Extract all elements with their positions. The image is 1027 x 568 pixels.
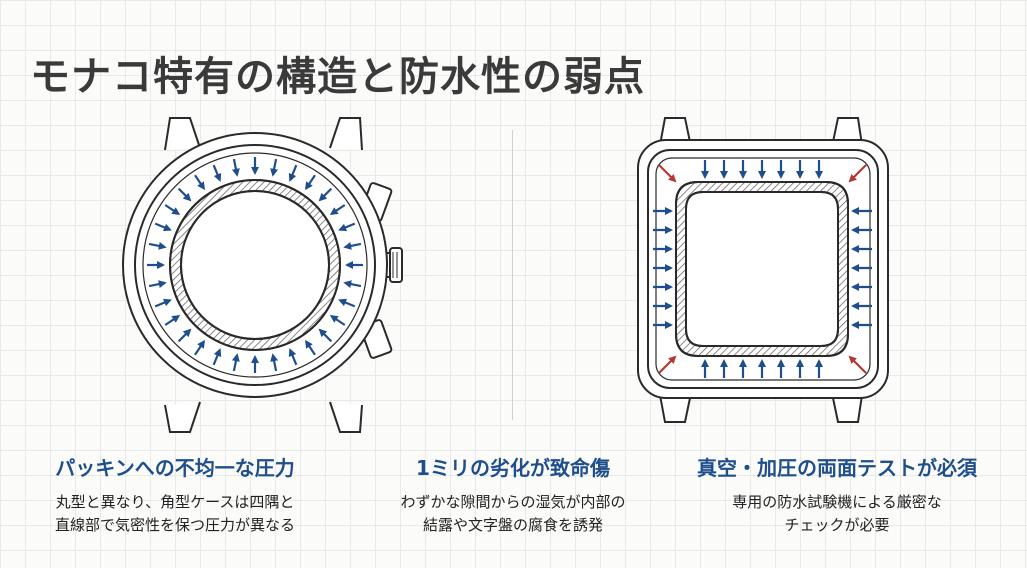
square-watch-case-icon bbox=[637, 117, 889, 423]
pressure-arrow bbox=[231, 158, 240, 177]
pressure-arrow bbox=[148, 241, 167, 250]
pressure-arrow bbox=[154, 222, 172, 232]
caption-line: 結露や文字盤の腐食を誘発 bbox=[422, 516, 603, 534]
pressure-arrow bbox=[343, 241, 362, 250]
pressure-arrow bbox=[305, 339, 316, 356]
caption-line: 専用の防水試験機による厳密な bbox=[732, 493, 942, 511]
caption-body: 丸型と異なり、角型ケースは四隅と 直線部で気密性を保つ圧力が異なる bbox=[5, 491, 345, 537]
pressure-arrow bbox=[194, 339, 205, 356]
page-title: モナコ特有の構造と防水性の弱点 bbox=[30, 54, 645, 100]
pressure-arrow bbox=[318, 328, 333, 343]
pressure-arrow bbox=[270, 158, 279, 177]
caption-line: チェックが必要 bbox=[784, 516, 890, 534]
caption-degradation: 1ミリの劣化が致命傷 わずかな隙間からの湿気が内部の 結露や文字盤の腐食を誘発 bbox=[343, 452, 683, 537]
pressure-arrow bbox=[270, 353, 279, 372]
pressure-arrow bbox=[658, 355, 677, 374]
round-watch-case-icon bbox=[122, 117, 403, 433]
caption-line: わずかな隙間からの湿気が内部の bbox=[400, 493, 626, 511]
pressure-arrow bbox=[177, 187, 192, 202]
pressure-arrow bbox=[338, 298, 356, 308]
pressure-arrow bbox=[164, 204, 181, 215]
pressure-arrow bbox=[848, 355, 867, 374]
pressure-arrow bbox=[288, 164, 298, 182]
pressure-arrow bbox=[343, 280, 362, 289]
caption-heading: パッキンへの不均一な圧力 bbox=[55, 456, 295, 480]
caption-testing: 真空・加圧の両面テストが必須 専用の防水試験機による厳密な チェックが必要 bbox=[667, 452, 1007, 537]
pressure-arrow bbox=[164, 315, 181, 326]
caption-uneven-pressure: パッキンへの不均一な圧力 丸型と異なり、角型ケースは四隅と 直線部で気密性を保つ… bbox=[5, 452, 345, 537]
caption-heading: 真空・加圧の両面テストが必須 bbox=[697, 456, 977, 480]
caption-body: 専用の防水試験機による厳密な チェックが必要 bbox=[667, 491, 1007, 537]
pressure-arrow bbox=[658, 164, 677, 183]
pressure-arrow bbox=[329, 204, 346, 215]
pressure-arrow bbox=[305, 174, 316, 191]
pressure-arrow bbox=[288, 348, 298, 366]
pressure-arrow bbox=[231, 353, 240, 372]
pressure-arrow bbox=[338, 222, 356, 232]
pressure-arrow bbox=[329, 315, 346, 326]
pressure-arrow bbox=[148, 280, 167, 289]
caption-body: わずかな隙間からの湿気が内部の 結露や文字盤の腐食を誘発 bbox=[343, 491, 683, 537]
pressure-arrow bbox=[194, 174, 205, 191]
pressure-arrow bbox=[318, 187, 333, 202]
pressure-arrow bbox=[177, 328, 192, 343]
pressure-arrow bbox=[212, 348, 222, 366]
caption-line: 丸型と異なり、角型ケースは四隅と bbox=[55, 493, 295, 511]
column-divider bbox=[512, 130, 513, 420]
pressure-arrow bbox=[212, 164, 222, 182]
caption-line: 直線部で気密性を保つ圧力が異なる bbox=[54, 516, 295, 534]
caption-heading: 1ミリの劣化が致命傷 bbox=[416, 456, 610, 480]
pressure-arrow bbox=[154, 298, 172, 308]
pressure-arrow bbox=[848, 164, 867, 183]
